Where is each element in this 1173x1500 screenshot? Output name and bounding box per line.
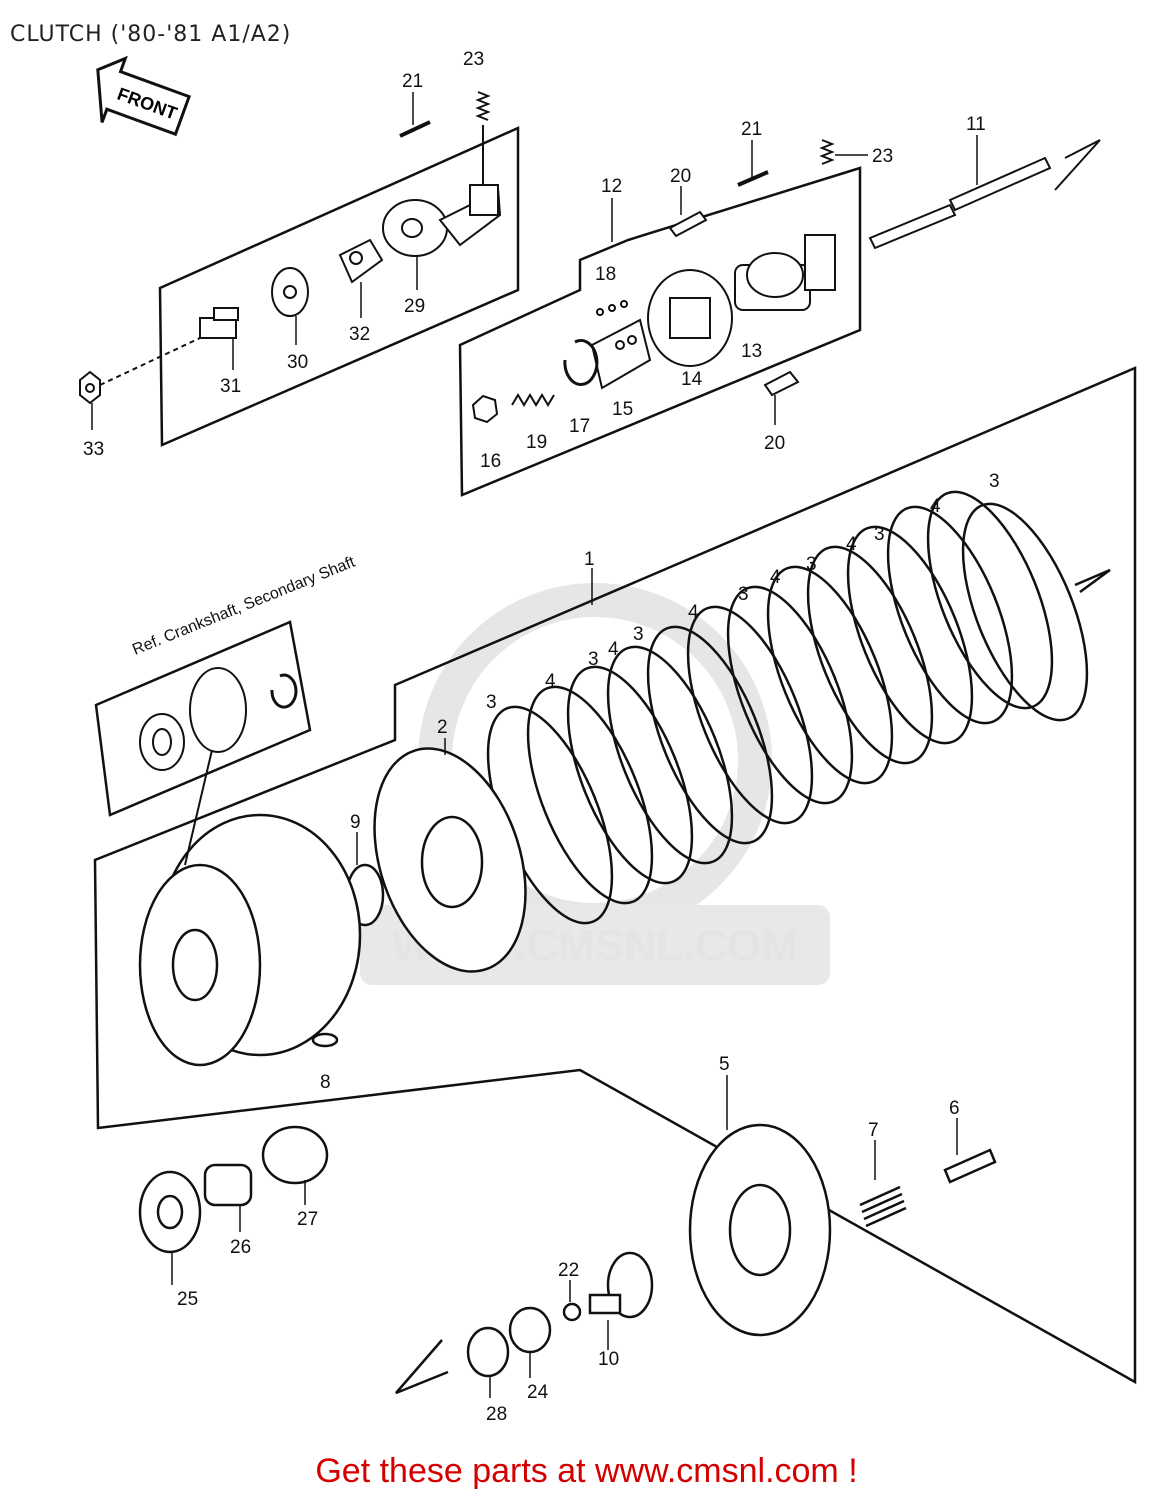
callout-4e: 4 [846,534,857,555]
callout-4a: 4 [545,671,556,692]
callout-6: 6 [949,1098,960,1119]
parts-top-middle [471,139,1101,424]
pushrod-11 [868,203,957,250]
callout-21a: 21 [402,71,423,92]
callout-15: 15 [612,399,633,420]
callout-31: 31 [220,376,241,397]
spring-23 [475,91,491,121]
callout-27: 27 [297,1209,318,1230]
callout-18: 18 [595,264,616,285]
callout-20a: 20 [670,166,691,187]
callout-3f: 3 [874,524,885,545]
block-15 [590,318,652,390]
callout-23b: 23 [872,146,893,167]
ref-box [94,620,312,817]
parts-top-left [79,91,502,405]
callout-3d: 3 [738,584,749,605]
callout-8: 8 [320,1072,331,1093]
callout-5: 5 [719,1054,730,1075]
callout-3g: 3 [989,471,1000,492]
callout-4b: 4 [608,639,619,660]
clutch-plates [486,490,1111,925]
nut-16 [471,394,499,424]
bolt-20-upper [668,210,708,238]
spring-19 [511,393,555,407]
clutch-assembly-box [93,366,1137,1385]
subassembly-box-right [458,166,862,497]
callout-3a: 3 [486,692,497,713]
washer-28 [466,1326,510,1378]
callout-20b: 20 [764,433,785,454]
callout-10: 10 [598,1349,619,1370]
callout-19: 19 [526,432,547,453]
callouts: 1 2 3 3 3 3 3 3 3 4 4 4 4 4 4 5 6 7 8 9 … [83,49,1000,1425]
page-title: CLUTCH ('80-'81 A1/A2) [10,22,292,47]
callout-30: 30 [287,352,308,373]
callout-1: 1 [584,549,595,570]
callout-33: 33 [83,439,104,460]
callout-25: 25 [177,1289,198,1310]
front-arrow-icon: FRONT [96,55,192,137]
circlip-17 [563,338,599,386]
sleeve-26 [203,1163,253,1207]
callout-28: 28 [486,1404,507,1425]
callout-32: 32 [349,324,370,345]
callout-26: 26 [230,1237,251,1258]
callout-29: 29 [404,296,425,317]
callout-21b: 21 [741,119,762,140]
callout-17: 17 [569,416,590,437]
callout-12: 12 [601,176,622,197]
bearing-27 [261,1125,329,1185]
callout-3b: 3 [588,649,599,670]
callout-24: 24 [527,1382,549,1403]
callout-9: 9 [350,812,361,833]
callout-2: 2 [437,717,448,738]
callout-23a: 23 [463,49,484,70]
callout-7: 7 [868,1120,879,1141]
ball-22 [562,1302,582,1322]
callout-16: 16 [480,451,501,472]
callout-14: 14 [681,369,703,390]
callout-3e: 3 [806,554,817,575]
nut-24 [508,1306,552,1354]
parts-bottom [138,1123,997,1395]
callout-4c: 4 [688,602,699,623]
ref-parts [139,667,298,866]
callout-4d: 4 [770,567,781,588]
callout-11: 11 [966,114,986,135]
callout-22: 22 [558,1260,579,1281]
bolt-20-lower [763,370,800,397]
bolt-6 [943,1148,997,1184]
clutch-housing-8 [138,813,362,1067]
callout-4f: 4 [930,496,941,517]
callout-3c: 3 [633,624,644,645]
spring-7 [859,1185,907,1228]
clutch-hub-2 [373,747,527,973]
callout-13: 13 [741,341,762,362]
footer-promo-link[interactable]: Get these parts at www.cmsnl.com ! [315,1452,858,1490]
subassembly-box-left [158,126,520,447]
